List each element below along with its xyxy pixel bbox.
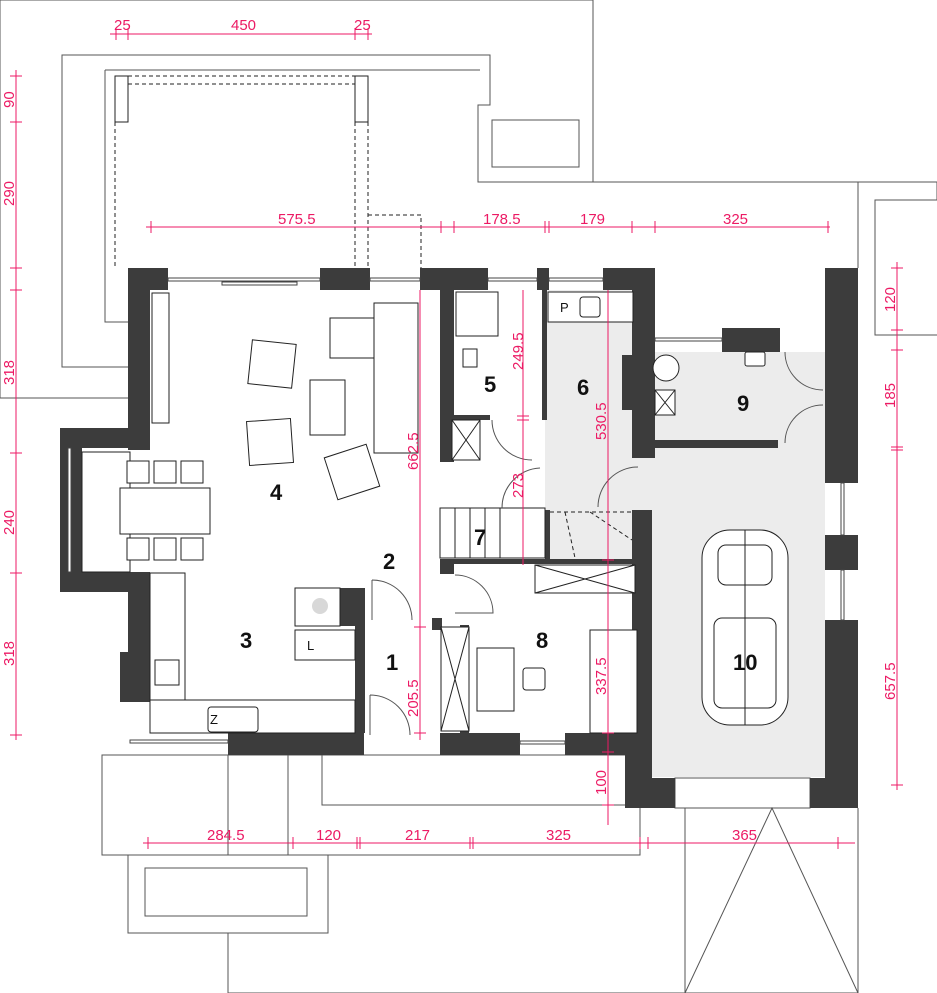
- dim-top-1: 450: [231, 17, 256, 34]
- dim-left-2: 318: [1, 360, 18, 385]
- fridge-label: L: [307, 638, 314, 653]
- dim-top-0: 25: [114, 17, 131, 34]
- room-8-label: 8: [536, 628, 548, 653]
- dim-upper-1: 178.5: [483, 211, 521, 228]
- room-9-label: 9: [737, 391, 749, 416]
- room-2-label: 2: [383, 549, 395, 574]
- room-7-label: 7: [474, 525, 486, 550]
- dim-internal-0: 662.5: [405, 432, 422, 470]
- room-labels: 1 2 3 4 5 6 7 8 9 10 P L Z: [210, 300, 757, 727]
- dim-bottom-2: 217: [405, 827, 430, 844]
- dim-internal-1: 249.5: [510, 332, 527, 370]
- dim-upper-3: 325: [723, 211, 748, 228]
- walls: [60, 268, 858, 808]
- room-6-label: 6: [577, 375, 589, 400]
- room-4-label: 4: [270, 480, 283, 505]
- dim-bottom-3: 325: [546, 827, 571, 844]
- car-icon: [701, 529, 789, 726]
- dimension-lines: [10, 28, 903, 849]
- furniture: [81, 291, 766, 734]
- dimension-labels: 25 450 25 575.5 178.5 179 325 90 290 318…: [1, 17, 899, 844]
- dim-internal-5: 205.5: [405, 679, 422, 717]
- dim-left-4: 318: [1, 641, 18, 666]
- dim-right-0: 120: [882, 287, 899, 312]
- dim-bottom-0: 284.5: [207, 827, 245, 844]
- sink-label: Z: [210, 712, 218, 727]
- windows: [67, 277, 845, 745]
- dim-internal-6: 100: [593, 770, 610, 795]
- dim-left-3: 240: [1, 510, 18, 535]
- room-3-label: 3: [240, 628, 252, 653]
- dim-internal-3: 530.5: [593, 402, 610, 440]
- dim-upper-0: 575.5: [278, 211, 316, 228]
- dim-top-2: 25: [354, 17, 371, 34]
- dim-bottom-4: 365: [732, 827, 757, 844]
- dim-left-0: 90: [1, 91, 18, 108]
- dim-right-1: 185: [882, 383, 899, 408]
- room-1-label: 1: [386, 650, 398, 675]
- dim-internal-4: 337.5: [593, 657, 610, 695]
- dim-upper-2: 179: [580, 211, 605, 228]
- pantry-label: P: [560, 300, 569, 315]
- dim-right-2: 657.5: [882, 662, 899, 700]
- room-5-label: 5: [484, 372, 496, 397]
- dim-left-1: 290: [1, 181, 18, 206]
- dim-internal-2: 273: [510, 473, 527, 498]
- dim-bottom-1: 120: [316, 827, 341, 844]
- room-10-label: 10: [733, 650, 757, 675]
- doors: [369, 351, 824, 736]
